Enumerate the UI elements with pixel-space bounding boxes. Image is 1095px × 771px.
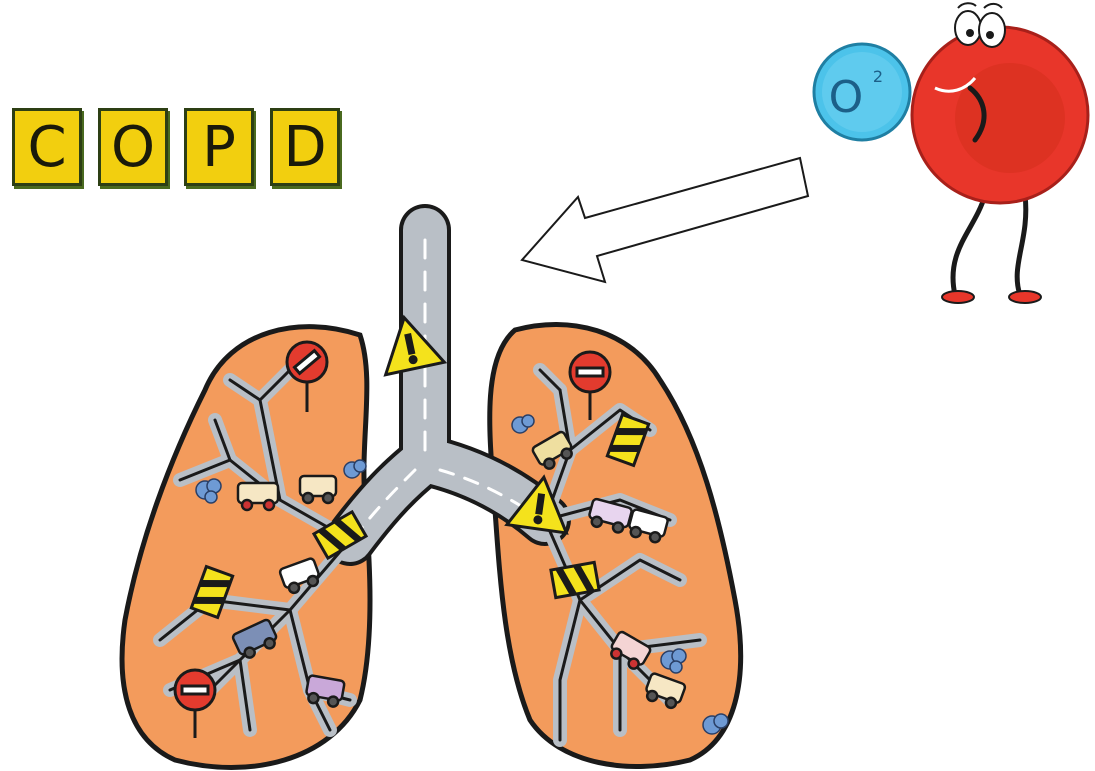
oxygen-label: O: [829, 72, 864, 123]
arrow-icon: [522, 158, 808, 282]
oxygen-subscript: 2: [873, 67, 883, 86]
barrier-icon: [551, 562, 599, 597]
red-blood-cell-mascot: [912, 3, 1088, 303]
oxygen-bubble: O 2: [814, 44, 910, 140]
mascot-legs: [953, 195, 1026, 295]
